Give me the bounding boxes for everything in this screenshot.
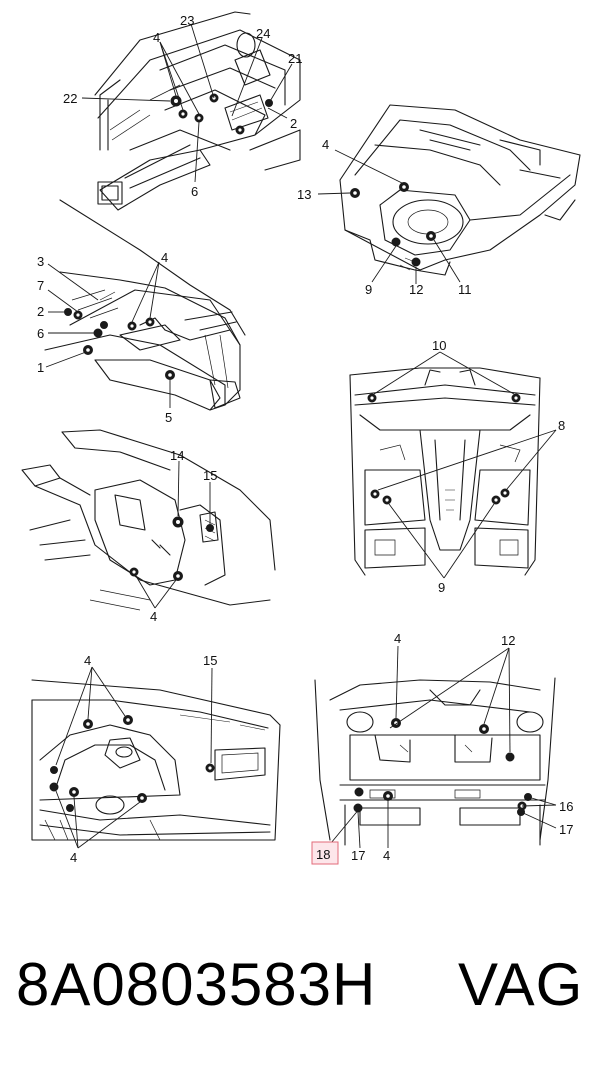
callout-11: 11 — [458, 282, 472, 297]
callout-4: 4 — [322, 137, 329, 152]
callout-13: 13 — [297, 187, 311, 202]
callout-24: 24 — [256, 26, 270, 41]
callout-6: 6 — [191, 184, 198, 199]
callout-12: 12 — [409, 282, 423, 297]
callout-4: 4 — [70, 850, 77, 865]
callout-16: 16 — [559, 799, 573, 814]
callout-17: 17 — [351, 848, 365, 863]
callout-4: 4 — [383, 848, 390, 863]
callout-5: 5 — [165, 410, 172, 425]
panel-trunk-floor: 4 13 9 12 11 — [297, 104, 581, 297]
callout-17: 17 — [559, 822, 573, 837]
callout-15: 15 — [203, 468, 217, 483]
callout-4: 4 — [161, 250, 168, 265]
callout-18: 18 — [316, 847, 330, 862]
panel-rear-underbody: 4 12 16 18 17 4 17 — [311, 631, 573, 865]
callout-4: 4 — [153, 30, 160, 45]
callout-21: 21 — [288, 51, 302, 66]
panel-wheel-housing: 14 15 4 — [21, 429, 276, 624]
callout-6: 6 — [37, 326, 44, 341]
callout-3: 3 — [37, 254, 44, 269]
callout-23: 23 — [180, 13, 194, 28]
parts-diagram: 23 24 4 21 22 2 6 4 13 9 12 11 — [21, 11, 581, 865]
callout-2: 2 — [37, 304, 44, 319]
panel-engine-bay: 23 24 4 21 22 2 6 — [63, 11, 302, 211]
callout-9: 9 — [365, 282, 372, 297]
callout-4: 4 — [84, 653, 91, 668]
callout-15: 15 — [203, 653, 217, 668]
panel-underbody: 10 8 9 — [349, 338, 565, 595]
callout-9: 9 — [438, 580, 445, 595]
callout-8: 8 — [558, 418, 565, 433]
panel-rear-side: 4 15 4 — [31, 653, 281, 865]
callout-7: 7 — [37, 278, 44, 293]
callout-10: 10 — [432, 338, 446, 353]
callout-14: 14 — [170, 448, 184, 463]
callout-4: 4 — [394, 631, 401, 646]
callout-2: 2 — [290, 116, 297, 131]
part-number: 8A0803583H — [16, 951, 377, 1018]
panel-front-frame: 3 4 7 2 6 1 5 — [37, 199, 246, 425]
callout-12: 12 — [501, 633, 515, 648]
caption: 8A0803583H VAG — [0, 940, 600, 1030]
callout-22: 22 — [63, 91, 77, 106]
callout-4: 4 — [150, 609, 157, 624]
callout-1: 1 — [37, 360, 44, 375]
brand-name: VAG — [458, 951, 584, 1018]
callout-18-highlight — [311, 841, 339, 865]
